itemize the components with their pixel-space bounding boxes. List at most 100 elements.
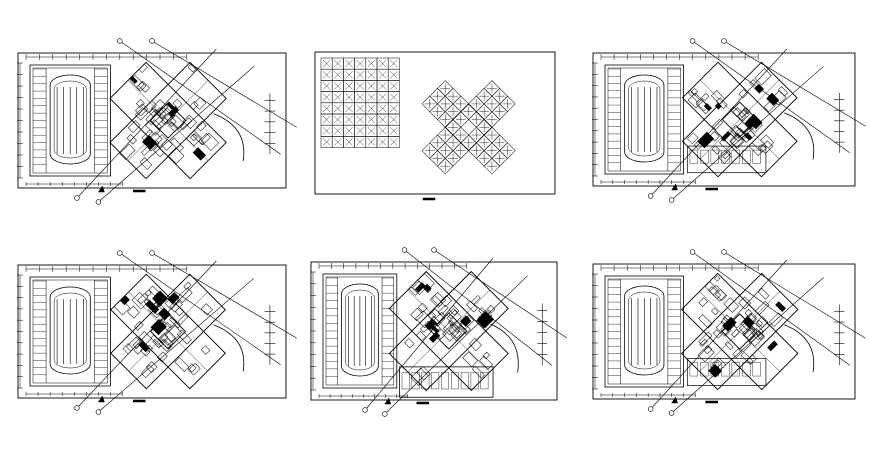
room xyxy=(698,331,713,346)
scale-bar xyxy=(132,399,146,403)
room xyxy=(414,282,426,293)
room xyxy=(135,103,149,117)
room xyxy=(698,314,713,329)
room xyxy=(756,316,769,329)
room xyxy=(757,288,770,300)
scale-bar xyxy=(705,400,718,404)
room xyxy=(446,308,459,320)
south-room xyxy=(689,149,699,164)
room xyxy=(754,68,772,86)
annex-room xyxy=(431,372,440,390)
mall-wing xyxy=(29,276,111,387)
room xyxy=(152,290,169,307)
site-boundary xyxy=(314,51,556,195)
axis-line xyxy=(98,278,255,413)
room xyxy=(196,121,207,132)
ceiling-cell xyxy=(387,136,400,148)
room xyxy=(151,119,162,130)
annex-room xyxy=(411,372,420,390)
north-arrow xyxy=(384,397,392,405)
room xyxy=(168,106,179,118)
room xyxy=(466,300,478,313)
room xyxy=(404,338,415,349)
axis-bubble xyxy=(362,407,368,413)
room xyxy=(129,75,138,84)
room xyxy=(168,121,179,132)
axis-bubble xyxy=(95,409,102,415)
plan-2 xyxy=(314,51,556,201)
axis-line xyxy=(119,252,281,365)
axis-line xyxy=(723,251,866,339)
room xyxy=(482,351,491,360)
room xyxy=(712,329,723,339)
room xyxy=(724,341,734,351)
room xyxy=(150,318,167,336)
room xyxy=(417,302,428,313)
annex-room xyxy=(401,372,410,390)
room xyxy=(699,338,708,347)
scale-bar xyxy=(705,187,718,191)
axis-bubble xyxy=(721,38,727,44)
axis-line xyxy=(433,249,568,339)
south-room xyxy=(752,362,761,377)
room xyxy=(158,332,169,343)
axis-bubble xyxy=(689,38,696,44)
axis-bubble xyxy=(647,406,654,412)
room xyxy=(144,100,157,114)
room xyxy=(746,354,757,365)
room xyxy=(743,329,756,341)
room xyxy=(738,89,748,99)
room xyxy=(152,303,165,316)
axis-line xyxy=(119,40,281,155)
room xyxy=(696,99,712,115)
axis-line xyxy=(723,40,866,127)
curved-wall xyxy=(784,324,815,373)
room xyxy=(448,305,460,316)
south-wing xyxy=(686,358,767,386)
room xyxy=(164,325,183,343)
room xyxy=(460,315,472,327)
corridor-loop xyxy=(624,74,665,163)
room xyxy=(722,151,731,160)
north-arrow xyxy=(97,185,105,193)
axis-line xyxy=(692,40,850,153)
room xyxy=(169,298,183,313)
axis-line xyxy=(76,48,217,199)
room xyxy=(769,312,784,327)
annex-room xyxy=(421,372,430,390)
room xyxy=(755,319,763,328)
diagonal-wing xyxy=(109,61,227,180)
room xyxy=(731,328,740,338)
room xyxy=(738,108,749,118)
room xyxy=(755,300,770,316)
room xyxy=(754,83,765,94)
room xyxy=(161,138,173,151)
room xyxy=(487,305,496,314)
axis-bubble xyxy=(117,250,123,256)
plan-5 xyxy=(310,247,568,417)
room xyxy=(431,294,444,307)
south-room xyxy=(700,149,709,164)
corridor-loop xyxy=(624,285,665,376)
axis-bubble xyxy=(95,199,102,205)
room xyxy=(777,86,788,97)
corridor-loop xyxy=(49,74,91,165)
room xyxy=(720,131,732,142)
room xyxy=(134,107,149,121)
annex-room xyxy=(460,372,469,390)
room xyxy=(428,331,441,343)
room xyxy=(738,296,752,310)
room xyxy=(701,92,710,101)
room xyxy=(131,292,150,310)
annex-room xyxy=(470,372,479,390)
courtyard xyxy=(721,313,758,350)
room xyxy=(139,157,153,170)
axis-bubble xyxy=(668,410,675,416)
axis-bubble xyxy=(117,38,123,44)
axis-line xyxy=(151,252,297,339)
room xyxy=(158,107,176,125)
room xyxy=(140,364,155,379)
room xyxy=(192,147,207,161)
room xyxy=(187,363,197,373)
room xyxy=(459,314,475,331)
